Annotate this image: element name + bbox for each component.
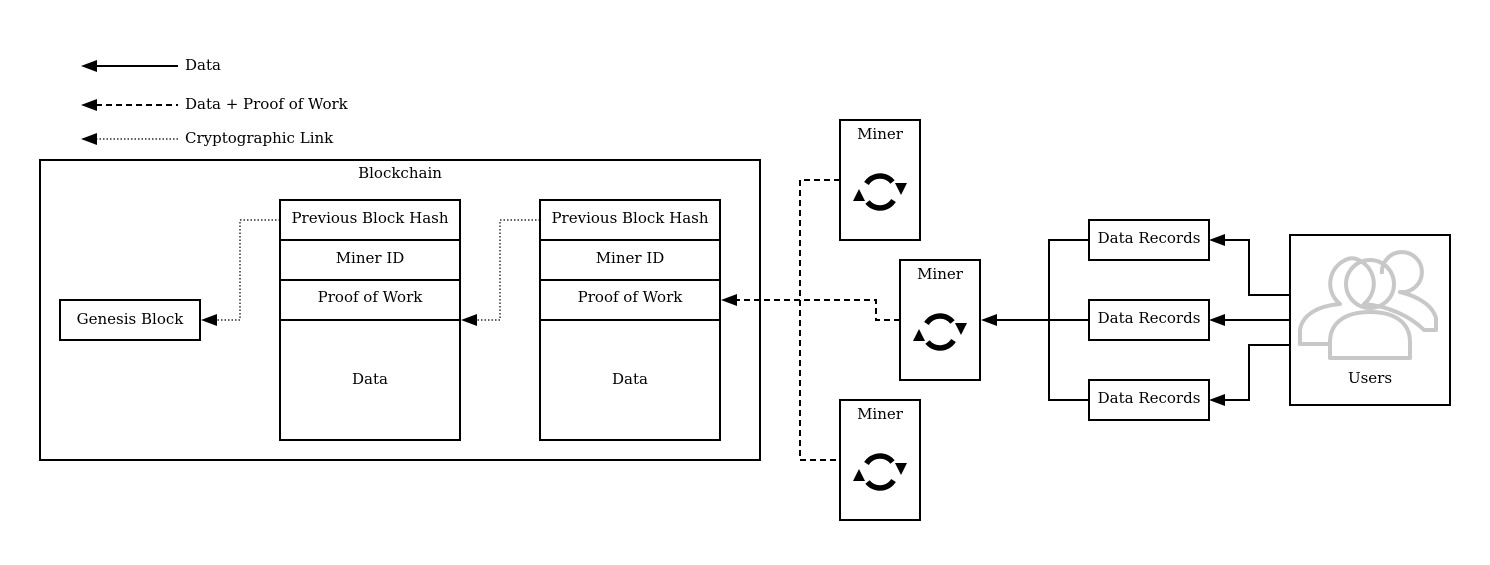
users-to-records-1 xyxy=(1225,239,1290,296)
genesis-block: Genesis Block xyxy=(59,299,201,341)
block-2-data: Data xyxy=(612,370,648,388)
block-2-proof-of-work: Proof of Work xyxy=(578,288,684,306)
miner-top-bottom-connector xyxy=(799,179,840,461)
arrowhead-icon xyxy=(201,314,217,326)
blockchain-title: Blockchain xyxy=(358,164,442,182)
arrowhead-icon xyxy=(81,60,97,72)
legend-data-label: Data xyxy=(185,56,221,74)
data-records-2-label: Data Records xyxy=(1098,309,1201,327)
users-label: Users xyxy=(1348,369,1392,387)
pow-connectors xyxy=(721,179,900,461)
users-to-records-connectors xyxy=(1209,234,1290,406)
miner-bottom: Miner xyxy=(839,399,921,521)
legend: Data Data + Proof of Work Cryptographic … xyxy=(81,56,349,147)
block-1-proof-of-work: Proof of Work xyxy=(318,288,424,306)
data-records-2: Data Records xyxy=(1088,299,1210,341)
block-2-miner-id: Miner ID xyxy=(596,249,665,267)
miner-top: Miner xyxy=(839,119,921,241)
miner-bottom-label: Miner xyxy=(857,405,904,423)
users-icon xyxy=(1298,250,1438,360)
arrowhead-icon xyxy=(1209,234,1225,246)
data-records-1: Data Records xyxy=(1088,219,1210,261)
crypto-link-block1-genesis xyxy=(215,219,280,321)
arrowhead-icon xyxy=(981,314,997,326)
miner-middle: Miner xyxy=(899,259,981,381)
arrowhead-icon xyxy=(81,133,97,145)
arrowhead-icon xyxy=(721,294,737,306)
blockchain-container: Blockchain Genesis Block Previous Block … xyxy=(39,159,761,461)
arrowhead-icon xyxy=(461,314,477,326)
block-2-prev-hash: Previous Block Hash xyxy=(551,209,708,227)
users-to-records-3 xyxy=(1225,344,1290,401)
data-records-3-label: Data Records xyxy=(1098,389,1201,407)
arrowhead-icon xyxy=(1209,314,1225,326)
miner-middle-label: Miner xyxy=(917,265,964,283)
users-box: Users xyxy=(1289,234,1451,406)
miner-top-label: Miner xyxy=(857,125,904,143)
blockchain-frame xyxy=(39,159,761,461)
arrowhead-icon xyxy=(81,99,97,111)
legend-data-item: Data xyxy=(81,56,221,74)
legend-crypto-link-item: Cryptographic Link xyxy=(81,129,334,147)
block-1: Previous Block Hash Miner ID Proof of Wo… xyxy=(279,199,461,441)
miner-middle-to-block-connector xyxy=(736,299,900,321)
legend-crypto-link-label: Cryptographic Link xyxy=(185,129,334,147)
legend-data-pow-item: Data + Proof of Work xyxy=(81,95,349,113)
crypto-link-block2-block1 xyxy=(476,219,540,321)
genesis-block-label: Genesis Block xyxy=(77,310,185,328)
block-1-data: Data xyxy=(352,370,388,388)
block-1-prev-hash: Previous Block Hash xyxy=(291,209,448,227)
data-records-3: Data Records xyxy=(1088,379,1210,421)
block-1-miner-id: Miner ID xyxy=(336,249,405,267)
legend-data-pow-label: Data + Proof of Work xyxy=(185,95,349,113)
block-2: Previous Block Hash Miner ID Proof of Wo… xyxy=(539,199,721,441)
records-to-miner-connectors xyxy=(981,239,1089,401)
arrowhead-icon xyxy=(1209,394,1225,406)
data-records-1-label: Data Records xyxy=(1098,229,1201,247)
